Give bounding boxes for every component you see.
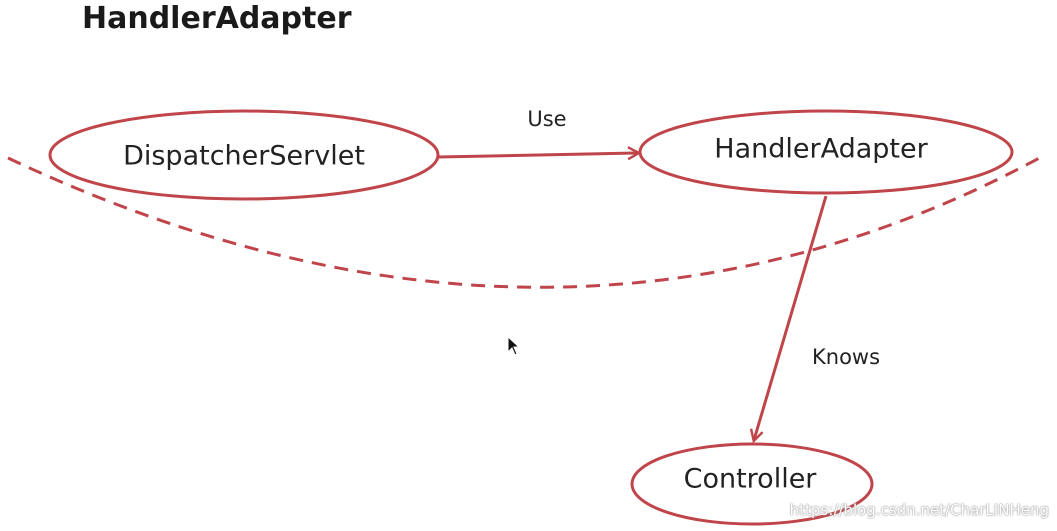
watermark: https://blog.csdn.net/CharLINHeng — [789, 501, 1049, 519]
boundary-curve — [7, 153, 1046, 289]
dispatcher-servlet-label: DispatcherServlet — [123, 141, 365, 172]
node-handler-adapter: HandlerAdapter — [638, 109, 1014, 195]
use-edge-label: Use — [527, 107, 566, 131]
node-dispatcher-servlet: DispatcherServlet — [48, 109, 440, 201]
knows-arrow — [754, 195, 828, 440]
slide-title: HandlerAdapter — [82, 1, 352, 36]
use-arrow — [437, 153, 638, 157]
controller-label: Controller — [684, 464, 818, 495]
mouse-cursor-icon — [507, 335, 521, 356]
handler-adapter-label: HandlerAdapter — [714, 134, 928, 165]
knows-edge-label: Knows — [812, 345, 880, 369]
controller-ellipse — [630, 442, 874, 526]
node-controller: Controller — [630, 442, 874, 526]
dispatcher-servlet-ellipse — [48, 109, 440, 201]
